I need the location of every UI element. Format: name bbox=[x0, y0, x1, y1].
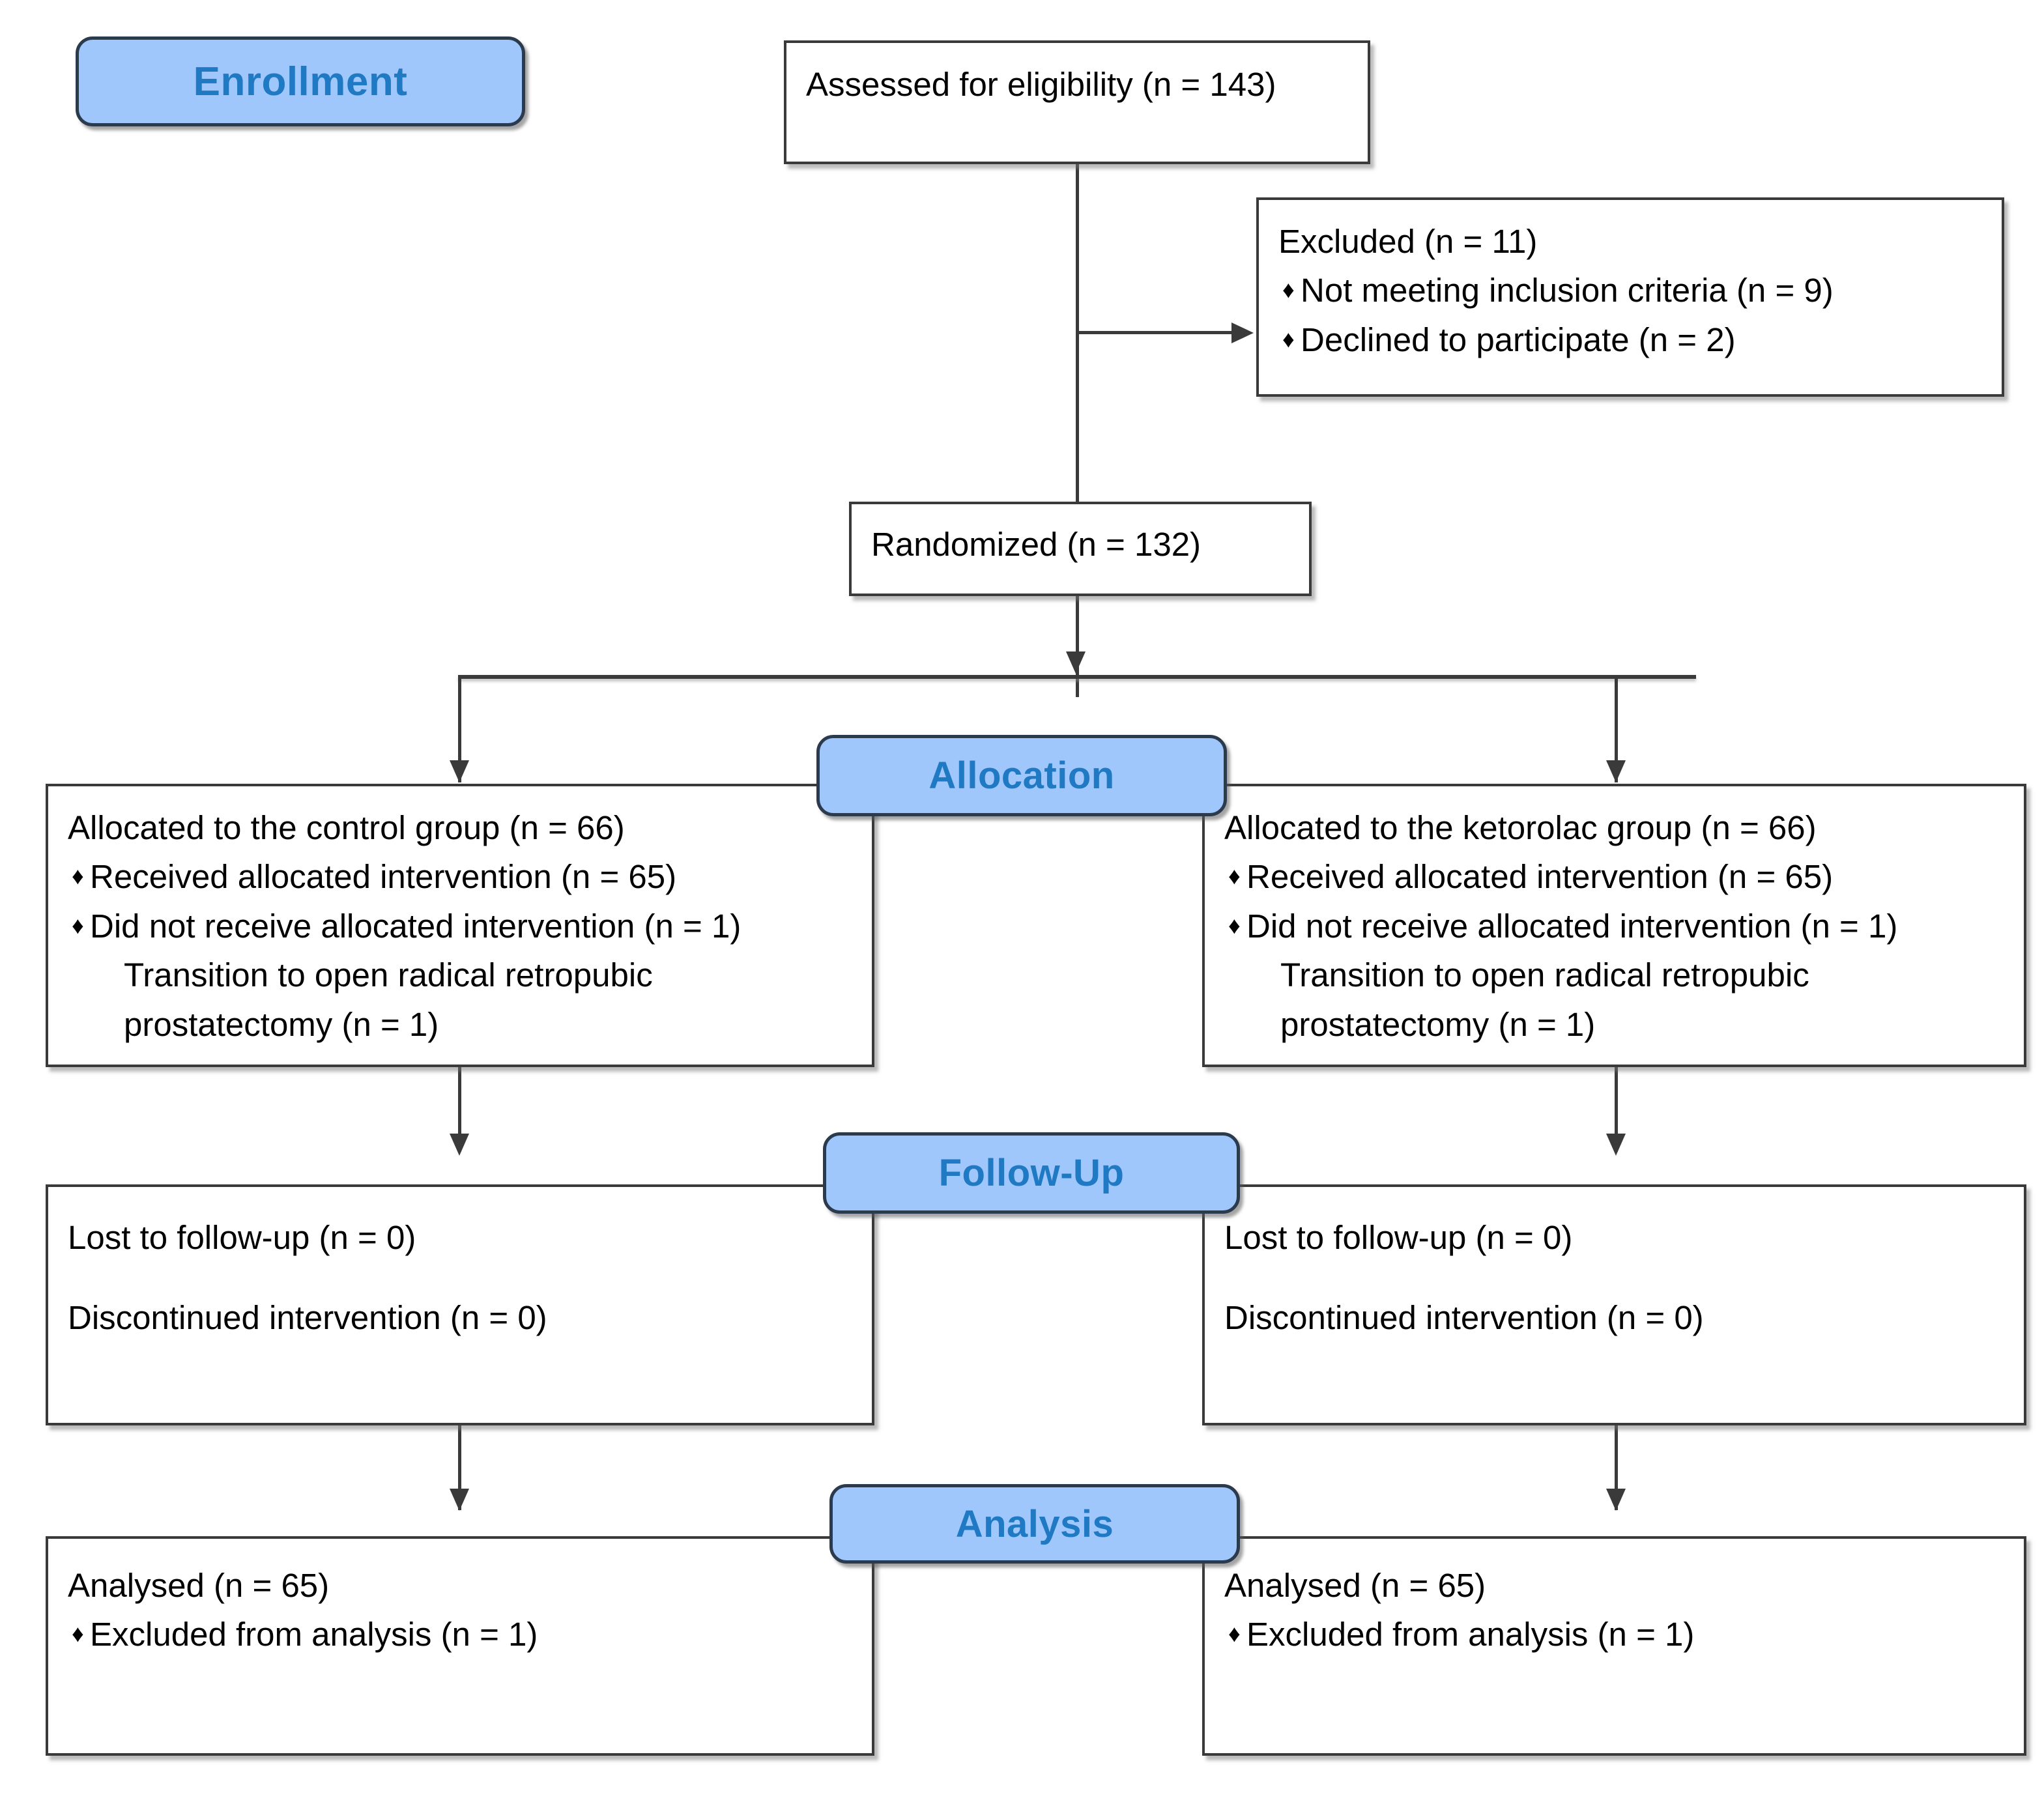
stage-badge-allocation: Allocation bbox=[816, 735, 1227, 816]
stage-badge-analysis: Analysis bbox=[829, 1484, 1240, 1564]
analysis-control-line-1: Analysed (n = 65) bbox=[68, 1567, 330, 1604]
allocation-ketorolac-line-1: Allocated to the ketorolac group (n = 66… bbox=[1224, 809, 1817, 846]
connector-control-to-analysis bbox=[458, 1425, 461, 1510]
box-analysis-ketorolac: Analysed (n = 65) Excluded from analysis… bbox=[1202, 1536, 2026, 1756]
excluded-bullet-1: Not meeting inclusion criteria (n = 9) bbox=[1278, 266, 1982, 315]
randomized-line-1: Randomized (n = 132) bbox=[871, 526, 1202, 563]
connector-ketorolac-to-analysis bbox=[1615, 1425, 1618, 1510]
box-excluded: Excluded (n = 11) Not meeting inclusion … bbox=[1256, 197, 2004, 397]
box-analysis-control: Analysed (n = 65) Excluded from analysis… bbox=[46, 1536, 874, 1756]
allocation-ketorolac-sub-1: Transition to open radical retropubic bbox=[1280, 956, 1809, 994]
arrowhead-followup-control bbox=[450, 1134, 469, 1156]
split-bar-allocation bbox=[458, 675, 1696, 679]
box-allocation-control: Allocated to the control group (n = 66) … bbox=[46, 784, 874, 1067]
allocation-control-sub-1: Transition to open radical retropubic bbox=[124, 956, 653, 994]
connector-control-to-followup bbox=[458, 1067, 461, 1152]
analysis-control-bullet-1: Excluded from analysis (n = 1) bbox=[68, 1610, 852, 1659]
box-randomized: Randomized (n = 132) bbox=[849, 502, 1312, 596]
stage-badge-enrollment-label: Enrollment bbox=[193, 59, 408, 104]
allocation-control-bullet-2: Did not receive allocated intervention (… bbox=[68, 902, 852, 951]
followup-ketorolac-line-2: Discontinued intervention (n = 0) bbox=[1224, 1299, 1704, 1337]
arrowhead-analysis-control bbox=[450, 1489, 469, 1511]
followup-ketorolac-line-1: Lost to follow-up (n = 0) bbox=[1224, 1219, 1573, 1256]
analysis-ketorolac-line-1: Analysed (n = 65) bbox=[1224, 1567, 1486, 1604]
stage-badge-followup: Follow-Up bbox=[823, 1132, 1240, 1214]
allocation-ketorolac-sub-2: prostatectomy (n = 1) bbox=[1280, 1005, 1596, 1043]
connector-split-right bbox=[1615, 675, 1618, 782]
allocation-control-sub-2: prostatectomy (n = 1) bbox=[124, 1005, 439, 1043]
connector-ketorolac-to-followup bbox=[1615, 1067, 1618, 1152]
stage-badge-followup-label: Follow-Up bbox=[938, 1152, 1125, 1194]
connector-assessed-trunk bbox=[1076, 164, 1079, 506]
box-allocation-ketorolac: Allocated to the ketorolac group (n = 66… bbox=[1202, 784, 2026, 1067]
allocation-control-bullet-1: Received allocated intervention (n = 65) bbox=[68, 852, 852, 901]
allocation-ketorolac-bullet-1: Received allocated intervention (n = 65) bbox=[1224, 852, 2004, 901]
stage-badge-enrollment: Enrollment bbox=[76, 36, 525, 126]
stage-badge-allocation-label: Allocation bbox=[928, 754, 1115, 797]
connector-randomized-down bbox=[1076, 596, 1079, 697]
analysis-ketorolac-bullet-1: Excluded from analysis (n = 1) bbox=[1224, 1610, 2004, 1659]
arrowhead-allocation-control bbox=[450, 760, 469, 782]
stage-badge-analysis-label: Analysis bbox=[955, 1502, 1114, 1545]
arrowhead-allocation-ketorolac bbox=[1606, 760, 1626, 782]
followup-control-line-2: Discontinued intervention (n = 0) bbox=[68, 1299, 547, 1337]
arrowhead-analysis-ketorolac bbox=[1606, 1489, 1626, 1511]
arrowhead-randomized-split bbox=[1066, 651, 1086, 674]
followup-control-line-1: Lost to follow-up (n = 0) bbox=[68, 1219, 416, 1256]
arrowhead-followup-ketorolac bbox=[1606, 1134, 1626, 1156]
box-followup-control: Lost to follow-up (n = 0) Discontinued i… bbox=[46, 1184, 874, 1425]
connector-to-excluded bbox=[1076, 331, 1232, 334]
allocation-ketorolac-bullet-2: Did not receive allocated intervention (… bbox=[1224, 902, 2004, 951]
arrowhead-to-excluded bbox=[1231, 322, 1254, 343]
excluded-line-1: Excluded (n = 11) bbox=[1278, 223, 1538, 260]
box-assessed-for-eligibility: Assessed for eligibility (n = 143) bbox=[784, 40, 1370, 164]
box-followup-ketorolac: Lost to follow-up (n = 0) Discontinued i… bbox=[1202, 1184, 2026, 1425]
allocation-control-line-1: Allocated to the control group (n = 66) bbox=[68, 809, 625, 846]
assessed-line-1: Assessed for eligibility (n = 143) bbox=[806, 66, 1276, 103]
connector-split-left bbox=[458, 675, 461, 782]
excluded-bullet-2: Declined to participate (n = 2) bbox=[1278, 315, 1982, 364]
